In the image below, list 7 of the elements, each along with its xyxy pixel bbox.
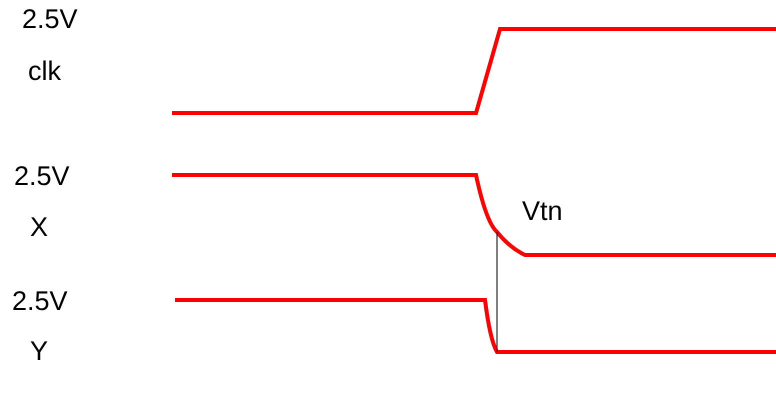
signal-label: 2.5V: [14, 163, 70, 190]
signal-label: Y: [30, 338, 48, 365]
signal-label: 2.5V: [22, 6, 78, 33]
signal-label: Vtn: [522, 198, 563, 225]
signal-label: clk: [28, 58, 61, 85]
signal-label: X: [30, 214, 48, 241]
signal-label: 2.5V: [12, 288, 68, 315]
